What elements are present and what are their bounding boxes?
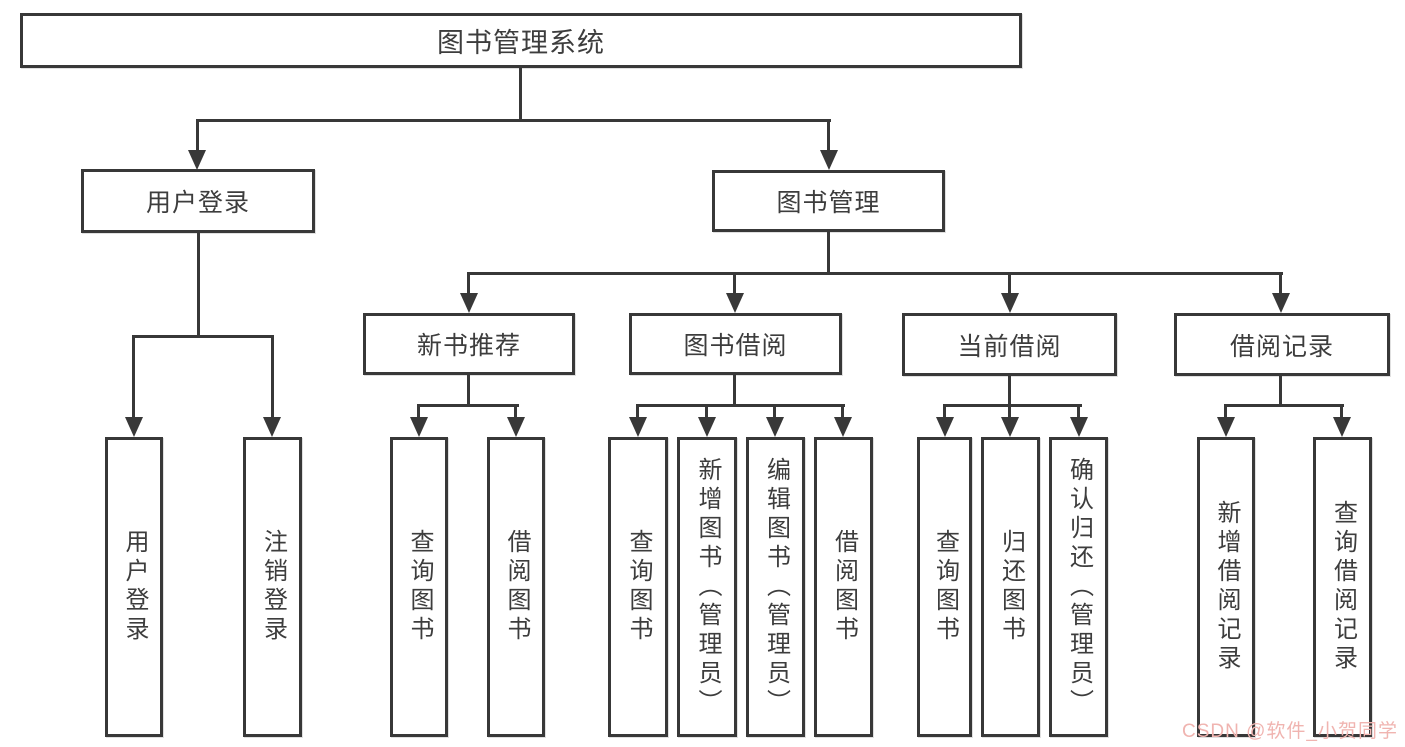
connector-line — [1008, 404, 1011, 420]
node-user-login-label: 用户登录 — [145, 189, 250, 217]
connector-line — [1279, 375, 1282, 407]
arrowhead-icon — [820, 150, 838, 170]
leaf-borrow-edit-admin: 编辑图书（管理员） — [746, 437, 805, 737]
connector-line — [773, 404, 776, 420]
arrowhead-icon — [698, 417, 716, 437]
connector-line — [467, 272, 470, 295]
connector-line — [943, 404, 946, 420]
connector-line — [514, 404, 517, 420]
node-borrow-records: 借阅记录 — [1174, 313, 1390, 376]
leaf-current-confirm-admin: 确认归还（管理员） — [1049, 437, 1108, 737]
arrowhead-icon — [410, 417, 428, 437]
connector-line — [417, 404, 420, 420]
connector-line — [197, 233, 200, 337]
connector-line — [636, 404, 639, 420]
connector-line — [1224, 404, 1227, 420]
connector-line — [827, 119, 830, 152]
leaf-user-login: 用户登录 — [105, 437, 163, 737]
arrowhead-icon — [834, 417, 852, 437]
connector-line — [1279, 272, 1282, 295]
connector-line — [271, 335, 274, 419]
arrowhead-icon — [460, 293, 478, 313]
leaf-user-login-label: 用户登录 — [121, 529, 148, 645]
leaf-records-add-label: 新增借阅记录 — [1213, 500, 1240, 674]
arrowhead-icon — [766, 417, 784, 437]
leaf-newbooks-query: 查询图书 — [390, 437, 448, 737]
leaf-borrow-add-admin-label: 新增图书（管理员） — [694, 456, 721, 718]
leaf-records-query-label: 查询借阅记录 — [1329, 500, 1357, 674]
connector-line — [1340, 404, 1343, 420]
leaf-borrow-edit-admin-label: 编辑图书（管理员） — [762, 456, 790, 718]
leaf-newbooks-borrow-label: 借阅图书 — [503, 529, 530, 645]
connector-line — [132, 335, 135, 419]
connector-line — [943, 404, 1082, 407]
arrowhead-icon — [1070, 417, 1088, 437]
connector-line — [132, 335, 274, 338]
connector-line — [1224, 404, 1344, 407]
arrowhead-icon — [1001, 417, 1019, 437]
leaf-records-query: 查询借阅记录 — [1313, 437, 1372, 737]
node-book-borrow: 图书借阅 — [629, 313, 842, 375]
connector-line — [827, 232, 830, 274]
arrowhead-icon — [1272, 293, 1290, 313]
connector-line — [417, 404, 519, 407]
node-new-book-recommend: 新书推荐 — [363, 313, 575, 375]
node-book-management: 图书管理 — [712, 170, 945, 232]
node-new-book-recommend-label: 新书推荐 — [416, 332, 521, 360]
connector-line — [705, 404, 708, 420]
connector-line — [636, 404, 845, 407]
arrowhead-icon — [125, 417, 143, 437]
leaf-current-return: 归还图书 — [981, 437, 1040, 737]
leaf-borrow-borrow: 借阅图书 — [814, 437, 873, 737]
leaf-logout: 注销登录 — [243, 437, 302, 737]
node-book-borrow-label: 图书借阅 — [683, 332, 788, 360]
leaf-current-query: 查询图书 — [917, 437, 972, 737]
arrowhead-icon — [507, 417, 525, 437]
node-root: 图书管理系统 — [20, 13, 1022, 68]
node-user-login: 用户登录 — [81, 169, 315, 233]
connector-line — [467, 375, 470, 407]
connector-line — [196, 119, 199, 152]
arrowhead-icon — [726, 293, 744, 313]
leaf-borrow-add-admin: 新增图书（管理员） — [677, 437, 737, 737]
arrowhead-icon — [188, 150, 206, 170]
node-current-borrow-label: 当前借阅 — [957, 332, 1062, 361]
node-root-label: 图书管理系统 — [437, 28, 605, 58]
connector-line — [1008, 375, 1011, 407]
arrowhead-icon — [629, 417, 647, 437]
leaf-borrow-query: 查询图书 — [608, 437, 668, 737]
arrowhead-icon — [1333, 417, 1351, 437]
connector-line — [1008, 272, 1011, 295]
connector-line — [519, 68, 522, 121]
connector-line — [733, 375, 736, 407]
connector-line — [733, 272, 736, 295]
leaf-records-add: 新增借阅记录 — [1197, 437, 1255, 737]
csdn-watermark: CSDN @软件_小贺同学 — [1182, 721, 1398, 742]
connector-line — [467, 272, 1283, 275]
leaf-borrow-query-label: 查询图书 — [625, 529, 652, 645]
connector-line — [196, 119, 831, 122]
leaf-current-return-label: 归还图书 — [997, 529, 1025, 645]
arrowhead-icon — [1217, 417, 1235, 437]
arrowhead-icon — [1001, 293, 1019, 313]
node-book-management-label: 图书管理 — [776, 189, 881, 217]
node-borrow-records-label: 借阅记录 — [1229, 332, 1334, 361]
arrowhead-icon — [936, 417, 954, 437]
node-current-borrow: 当前借阅 — [902, 313, 1117, 376]
leaf-newbooks-query-label: 查询图书 — [406, 529, 433, 645]
connector-line — [1077, 404, 1080, 420]
leaf-current-confirm-admin-label: 确认归还（管理员） — [1065, 456, 1093, 718]
leaf-logout-label: 注销登录 — [259, 529, 287, 645]
arrowhead-icon — [263, 417, 281, 437]
leaf-current-query-label: 查询图书 — [931, 529, 959, 645]
leaf-borrow-borrow-label: 借阅图书 — [830, 529, 858, 645]
leaf-newbooks-borrow: 借阅图书 — [487, 437, 545, 737]
connector-line — [841, 404, 844, 420]
